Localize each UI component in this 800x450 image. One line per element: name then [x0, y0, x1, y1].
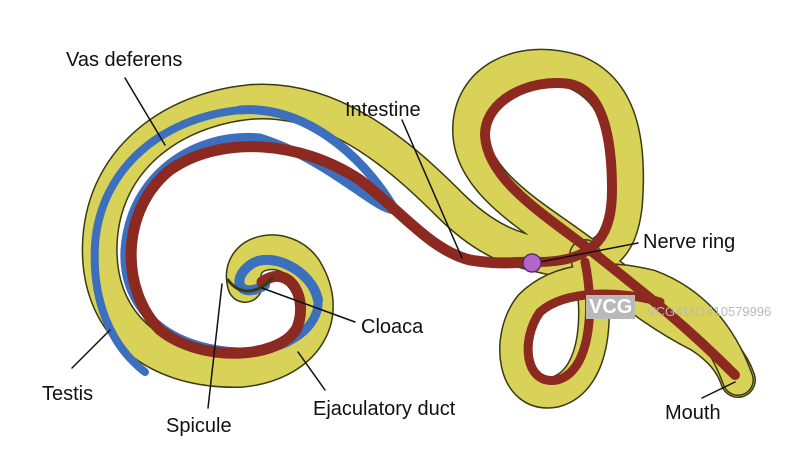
leader-intestine — [401, 119, 463, 259]
label-intestine: Intestine — [345, 99, 421, 121]
watermark-logo: VCG — [586, 295, 636, 319]
watermark-text: VCG41N1410579996 — [647, 304, 772, 319]
leader-nerve-ring — [539, 242, 639, 263]
leader-ejaculatory-duct — [297, 351, 326, 391]
nerve-ring — [522, 253, 542, 273]
label-testis: Testis — [42, 383, 94, 405]
intestine — [125, 141, 544, 359]
leader-cloaca — [261, 287, 356, 323]
testis — [90, 106, 244, 376]
pharynx — [480, 78, 740, 380]
worm-lower-loop — [500, 240, 753, 408]
spicule — [226, 276, 274, 293]
label-ejaculatory-duct: Ejaculatory duct — [313, 398, 456, 420]
leader-vas-deferens — [124, 77, 166, 146]
label-nerve-ring: Nerve ring — [643, 231, 736, 253]
label-vas-deferens: Vas deferens — [66, 49, 183, 71]
label-mouth: Mouth — [665, 402, 721, 424]
worm-body — [83, 50, 755, 397]
leader-mouth — [701, 381, 736, 399]
label-cloaca: Cloaca — [361, 316, 424, 338]
pharynx-lower — [523, 257, 665, 385]
leader-testis — [71, 329, 111, 369]
label-spicule: Spicule — [166, 415, 232, 437]
leader-spicule — [207, 283, 223, 409]
